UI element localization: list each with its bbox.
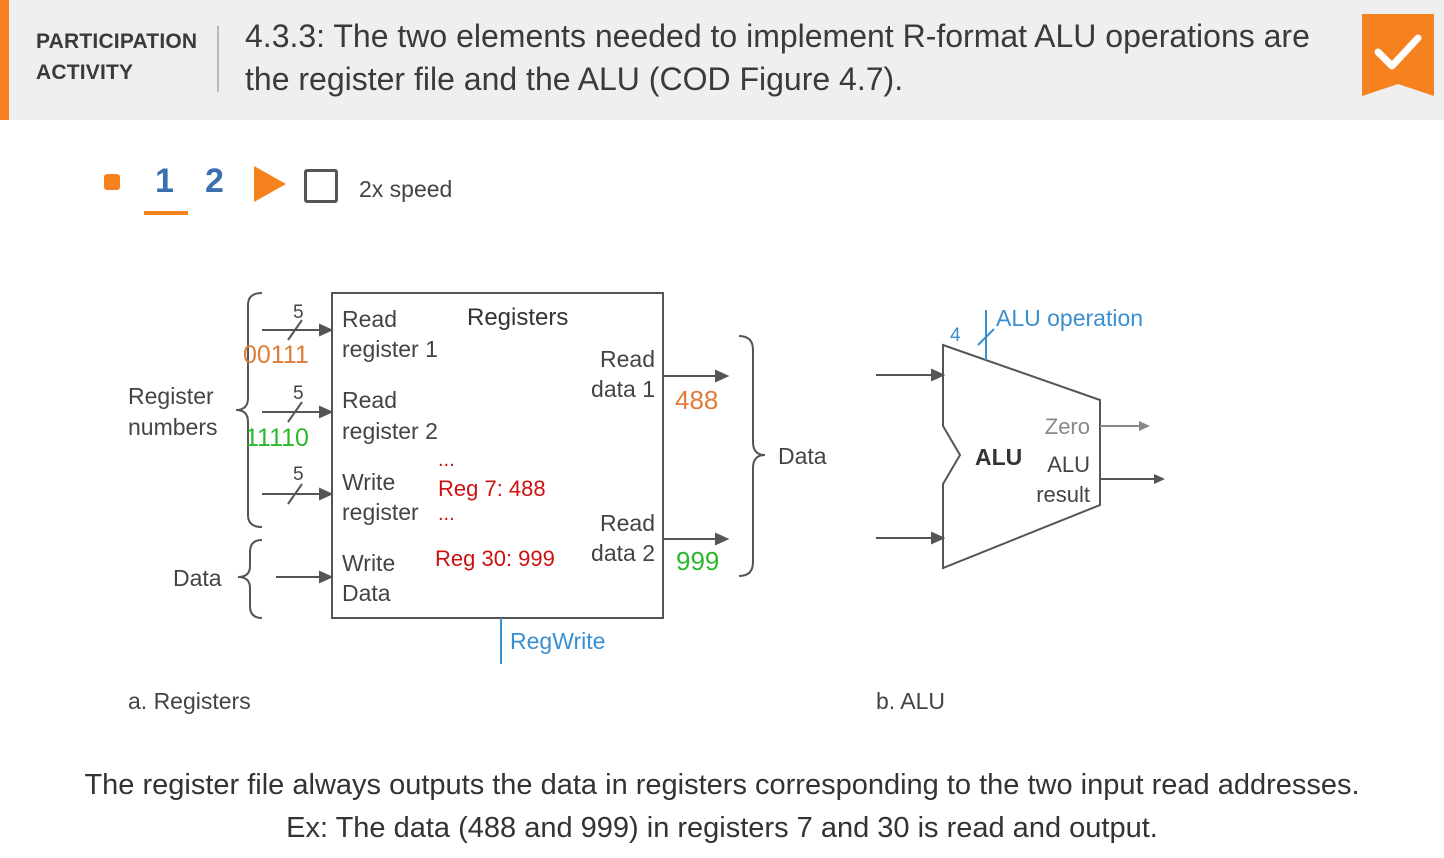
read-data-1-label-2: data 1 bbox=[591, 376, 655, 402]
write-register-label-2: register bbox=[342, 499, 419, 525]
read-data-2-value: 999 bbox=[676, 546, 719, 576]
start-dot-icon[interactable] bbox=[104, 174, 120, 190]
write-data-label-2: Data bbox=[342, 580, 391, 606]
alu-result-label-2: result bbox=[1036, 482, 1090, 507]
participation-label-line2: ACTIVITY bbox=[36, 61, 134, 84]
read-data-1-value: 488 bbox=[675, 385, 718, 415]
registers-caption: a. Registers bbox=[128, 688, 251, 714]
read-data-2-label: Read bbox=[600, 510, 655, 536]
data-in-label: Data bbox=[173, 565, 222, 591]
alu-label: ALU bbox=[975, 444, 1022, 470]
activity-title: 4.3.3: The two elements needed to implem… bbox=[245, 18, 1310, 97]
read-addr-1-value: 00111 bbox=[243, 341, 309, 369]
speed-checkbox[interactable] bbox=[304, 169, 338, 203]
caption-line1: The register file always outputs the dat… bbox=[84, 769, 1360, 801]
bus-width-2: 5 bbox=[293, 383, 304, 404]
check-badge-icon bbox=[1362, 14, 1434, 96]
register-numbers-label: Register bbox=[128, 383, 214, 409]
alu-operation-width: 4 bbox=[950, 325, 961, 346]
register-numbers-label-2: numbers bbox=[128, 414, 217, 440]
header-divider bbox=[217, 26, 219, 92]
read-register-1-label: Read bbox=[342, 306, 397, 332]
read-register-2-label-2: register 2 bbox=[342, 418, 438, 444]
reg7-entry: Reg 7: 488 bbox=[438, 476, 546, 501]
bus-width-3: 5 bbox=[293, 464, 304, 485]
alu-operation-slash bbox=[977, 328, 995, 346]
alu-input-arrows bbox=[876, 368, 946, 545]
read-data-1-label: Read bbox=[600, 346, 655, 372]
activity-header: PARTICIPATION ACTIVITY 4.3.3: The two el… bbox=[0, 0, 1444, 120]
register-ellipsis-mid: ... bbox=[438, 503, 455, 525]
alu-diagram: ALU Zero ALU result 4 ALU operation b. A… bbox=[876, 305, 1165, 714]
participation-activity-label: PARTICIPATION ACTIVITY bbox=[36, 26, 197, 88]
write-data-label: Write bbox=[342, 550, 395, 576]
read-register-2-label: Read bbox=[342, 387, 397, 413]
reg30-entry: Reg 30: 999 bbox=[435, 546, 555, 571]
register-ellipsis-top: ... bbox=[438, 449, 455, 471]
step-1-button[interactable]: 1 bbox=[155, 162, 174, 200]
output-arrows bbox=[663, 369, 730, 546]
read-addr-2-value: 11110 bbox=[245, 424, 309, 452]
bus-width-1: 5 bbox=[293, 302, 304, 323]
alu-operation-label: ALU operation bbox=[996, 305, 1143, 331]
speed-label: 2x speed bbox=[359, 176, 453, 202]
register-file-diagram: Registers Read register 1 Read register … bbox=[128, 292, 827, 714]
write-register-label: Write bbox=[342, 469, 395, 495]
alu-output-arrows bbox=[1100, 421, 1165, 484]
read-data-2-label-2: data 2 bbox=[591, 540, 655, 566]
alu-shape bbox=[942, 343, 1101, 570]
participation-label-line1: PARTICIPATION bbox=[36, 30, 198, 53]
current-step-indicator bbox=[144, 211, 188, 215]
alu-result-label: ALU bbox=[1047, 452, 1090, 477]
alu-caption: b. ALU bbox=[876, 688, 945, 714]
register-file-box bbox=[331, 292, 664, 619]
step-2-button[interactable]: 2 bbox=[205, 162, 224, 200]
step-caption: The register file always outputs the dat… bbox=[40, 764, 1404, 850]
caption-line2: Ex: The data (488 and 999) in registers … bbox=[286, 812, 1158, 844]
read-register-1-label-2: register 1 bbox=[342, 336, 438, 362]
play-icon[interactable] bbox=[252, 164, 288, 204]
regwrite-label: RegWrite bbox=[510, 628, 605, 654]
registers-title: Registers bbox=[467, 304, 568, 331]
input-arrows bbox=[262, 319, 334, 584]
alu-zero-label: Zero bbox=[1045, 414, 1090, 439]
register-braces bbox=[235, 292, 766, 619]
data-out-label: Data bbox=[778, 443, 827, 469]
